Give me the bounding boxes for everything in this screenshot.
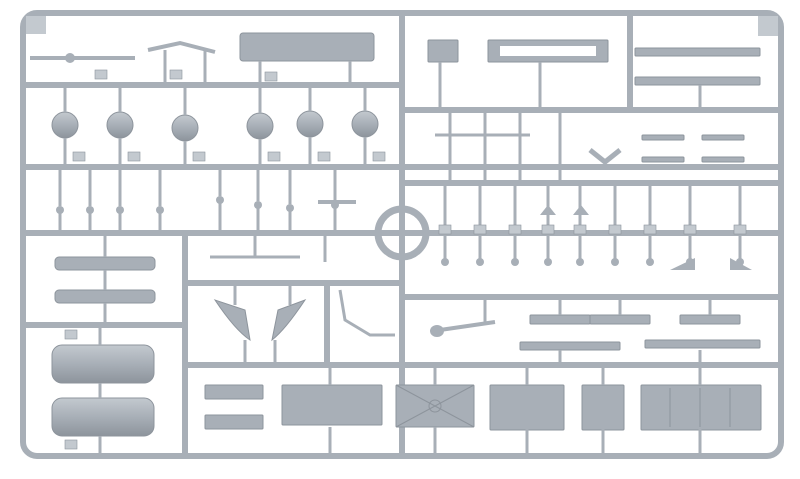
small-part-head — [56, 206, 64, 214]
small-part-head — [511, 258, 519, 266]
panel-emblem — [428, 399, 442, 413]
shovel-blade — [430, 325, 444, 337]
part-number-tab — [473, 224, 487, 235]
triangle-part — [730, 258, 752, 270]
fender-part — [271, 298, 307, 342]
small-part-head — [156, 206, 164, 214]
part-number-tab — [643, 224, 657, 235]
part-number-tab — [541, 224, 555, 235]
round-part — [51, 111, 79, 139]
triangle-part — [540, 205, 556, 215]
small-block-part — [204, 384, 264, 400]
corner-tab — [758, 16, 778, 36]
fuel-tank-part — [51, 344, 155, 384]
flat-part — [641, 134, 685, 141]
part-number-tab — [264, 71, 278, 82]
rod-knob — [65, 53, 75, 63]
round-part — [106, 111, 134, 139]
round-part — [246, 112, 274, 140]
bar-part — [644, 339, 761, 349]
bar-part — [519, 341, 621, 351]
bracket-part — [147, 40, 216, 54]
bar-part — [54, 256, 156, 271]
shovel-handle — [439, 320, 496, 332]
v-part — [588, 148, 622, 166]
panel-cross — [395, 384, 475, 428]
sprue-frame — [20, 10, 784, 459]
part-number-tab — [94, 69, 108, 80]
part-number-tab — [72, 151, 86, 162]
small-part-head — [116, 206, 124, 214]
panel-part — [281, 384, 383, 426]
part-number-tab — [317, 151, 331, 162]
flat-part — [641, 156, 685, 163]
small-part-head — [86, 206, 94, 214]
hub-ring — [374, 205, 430, 261]
box-part — [427, 39, 459, 63]
small-block-part — [204, 414, 264, 430]
small-part-head — [216, 196, 224, 204]
small-part-head — [576, 258, 584, 266]
long-box-part — [239, 32, 375, 62]
fuel-tank-part — [51, 397, 155, 437]
part-number-tab — [64, 439, 78, 450]
small-part-head — [254, 201, 262, 209]
small-part-head — [544, 258, 552, 266]
part-number-tab — [683, 224, 697, 235]
bar-part — [679, 314, 741, 325]
small-part-head — [476, 258, 484, 266]
fender-part — [213, 299, 251, 342]
bar-part — [634, 76, 761, 86]
round-part — [296, 110, 324, 138]
panel-part — [489, 384, 565, 431]
small-part-head — [646, 258, 654, 266]
frame-opening — [500, 46, 596, 56]
part-number-tab — [508, 224, 522, 235]
bar-part — [54, 289, 156, 304]
flat-part — [701, 134, 745, 141]
bar-part — [634, 47, 761, 57]
lever-part — [338, 289, 395, 337]
small-part-head — [441, 258, 449, 266]
part-number-tab — [169, 69, 183, 80]
ribbed-panel-part — [640, 384, 762, 431]
flat-part — [701, 156, 745, 163]
part-number-tab — [438, 224, 452, 235]
corner-tab — [26, 16, 46, 34]
panel-part — [581, 384, 625, 431]
triangle-part — [573, 205, 589, 215]
part-number-tab — [573, 224, 587, 235]
round-part — [171, 114, 199, 142]
small-part-head — [286, 204, 294, 212]
part-number-tab — [372, 151, 386, 162]
part-number-tab — [192, 151, 206, 162]
part-number-tab — [267, 151, 281, 162]
part-number-tab — [64, 329, 78, 340]
part-number-tab — [127, 151, 141, 162]
triangle-part — [670, 258, 695, 270]
round-part — [351, 110, 379, 138]
part-number-tab — [608, 224, 622, 235]
small-part-head — [611, 258, 619, 266]
part-number-tab — [733, 224, 747, 235]
bar-part — [529, 314, 591, 325]
bar-part — [589, 314, 651, 325]
sprue-parts — [30, 32, 762, 456]
